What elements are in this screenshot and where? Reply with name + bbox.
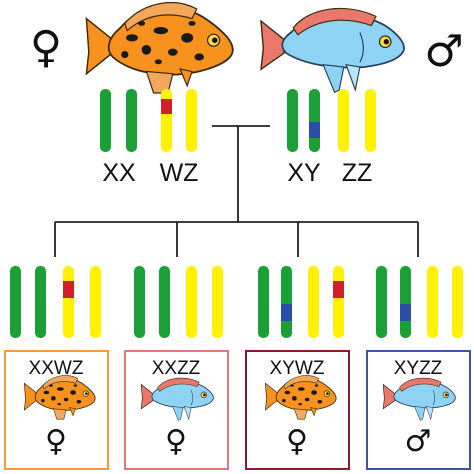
female-chromosomes [100,89,197,152]
chromosome-x [376,266,387,338]
female-symbol: ♀ [286,424,308,459]
chromosome-y-band [400,304,411,321]
male-xy-label: XY [287,159,321,187]
chromosome-w-band [63,281,74,298]
male-parent-fish [260,7,405,94]
chromosome-w-band [333,281,344,298]
chromosome-z [186,266,197,338]
offspring-chromosomes-xyzz [376,266,463,338]
female-symbol: ♀ [45,424,67,459]
chromosome-z [338,89,349,152]
chromosome-z [365,89,376,152]
chromosome-x [134,266,145,338]
chromosome-y-band [281,304,292,321]
male-symbol: ♂ [405,424,432,459]
offspring-genotype: XXWZ [29,358,84,379]
male-symbol: ♂ [424,26,463,77]
chromosome-x [35,266,46,338]
offspring-card-xxzz: XXZZ ♀ [124,350,229,470]
offspring-genotype: XXZZ [152,358,201,379]
chromosome-w-band [161,99,172,114]
chromosome-x [10,266,21,338]
chromosome-z [452,266,463,338]
chromosome-y [309,89,320,152]
male-chromosomes [287,89,376,152]
female-xx-label: XX [102,159,136,187]
chromosome-z [90,266,101,338]
offspring-card-xyzz: XYZZ ♂ [366,350,471,470]
offspring-chromosomes-xxwz [10,266,101,338]
chromosome-y-band [309,122,320,138]
chromosome-y [281,266,292,338]
offspring-genotype: XYWZ [270,358,325,379]
female-parent-fish [85,1,234,94]
chromosome-x [126,89,137,152]
chromosome-w [63,266,74,338]
offspring-chromosomes-xywz [258,266,344,338]
female-symbol: ♀ [30,22,62,73]
male-zz-label: ZZ [342,159,373,187]
chromosome-w [333,266,344,338]
chromosome-w [161,89,172,152]
offspring-card-xxwz: XXWZ ♀ [4,350,109,470]
female-wz-label: WZ [160,159,199,187]
offspring-card-xywz: XYWZ ♀ [245,350,350,470]
chromosome-x [287,89,298,152]
chromosome-z [186,89,197,152]
offspring-genotype: XYZZ [394,358,443,379]
chromosome-x [258,266,269,338]
chromosome-z [308,266,319,338]
chromosome-z [212,266,223,338]
chromosome-x [100,89,111,152]
female-symbol: ♀ [165,424,187,459]
cross-lines [54,125,419,257]
chromosome-x [159,266,170,338]
offspring-chromosomes-xxzz [134,266,223,338]
chromosome-y [400,266,411,338]
chromosome-z [427,266,438,338]
